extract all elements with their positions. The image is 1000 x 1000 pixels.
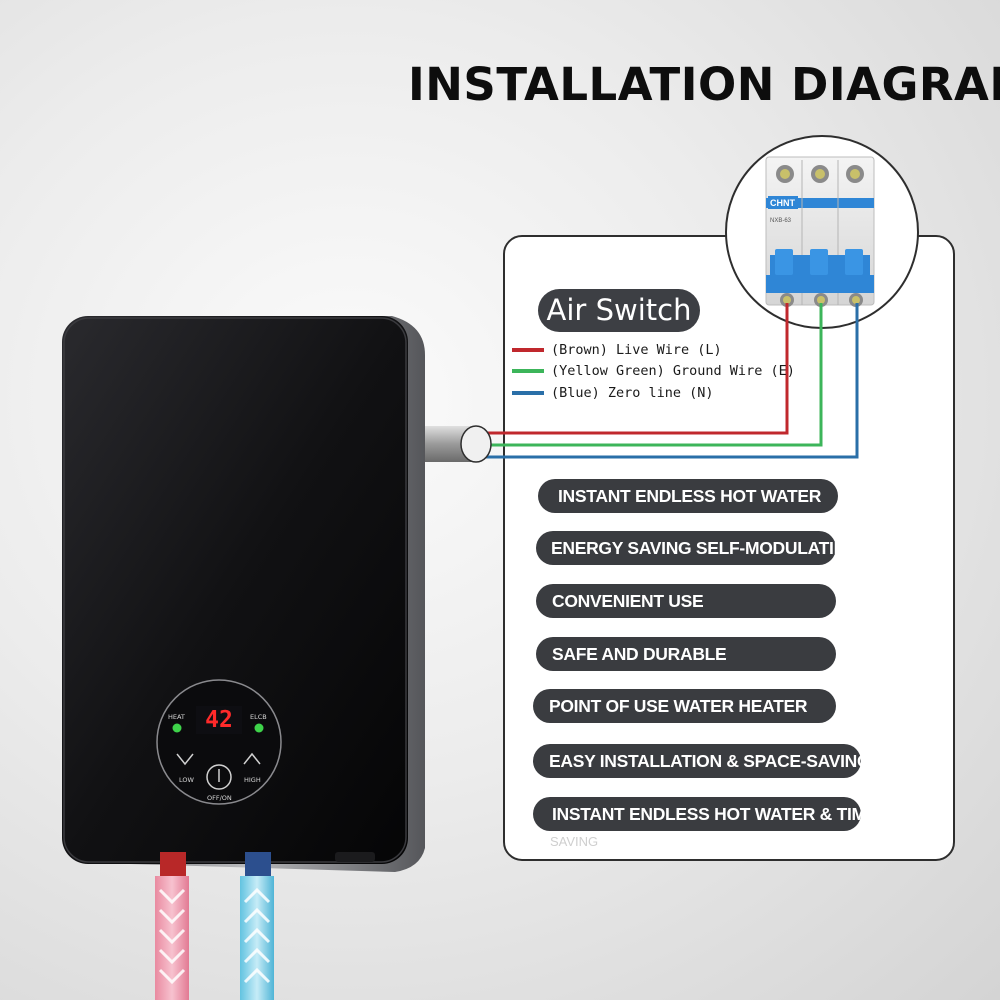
legend-swatch-yellow-green <box>512 369 544 373</box>
feature-pill: SAFE AND DURABLE <box>536 637 836 671</box>
elcb-indicator <box>254 723 264 733</box>
legend-ground-wire: (Yellow Green) Ground Wire (E) <box>551 363 795 379</box>
legend-live-text: (Brown) Live Wire (L) <box>551 342 722 358</box>
feature-pill: INSTANT ENDLESS HOT WATER & TIME <box>533 797 877 831</box>
live-wire <box>462 303 789 435</box>
legend-live-wire: (Brown) Live Wire (L) <box>551 342 722 358</box>
legend-swatch-brown <box>512 348 544 352</box>
control-panel-ring <box>156 679 282 805</box>
air-switch-breaker: CHNT NXB-63 <box>725 135 919 329</box>
breaker-model: NXB-63 <box>770 218 792 224</box>
cold-water-hose <box>240 852 274 1000</box>
low-arrow-icon[interactable] <box>176 753 194 766</box>
breaker-brand: CHNT <box>770 198 795 208</box>
page-title: INSTALLATION DIAGRAM <box>408 58 1000 111</box>
heat-indicator <box>172 723 182 733</box>
feature-pill: CONVENIENT USE <box>536 584 836 618</box>
elcb-label: ELCB <box>250 713 267 721</box>
power-button[interactable] <box>206 764 232 790</box>
feature-pill: ENERGY SAVING SELF-MODULATING <box>536 531 860 565</box>
feature-pill: INSTANT ENDLESS HOT WATER <box>538 479 838 513</box>
ground-wire <box>462 303 823 447</box>
hot-water-hose <box>155 852 189 1000</box>
feature-pill: EASY INSTALLATION & SPACE-SAVING <box>533 744 871 778</box>
high-label: HIGH <box>244 776 261 784</box>
high-arrow-icon[interactable] <box>243 752 261 765</box>
legend-zero-text: (Blue) Zero line (N) <box>551 385 714 401</box>
power-label: OFF/ON <box>207 794 232 802</box>
zero-wire <box>462 303 859 459</box>
temperature-display: 42 <box>196 706 242 734</box>
water-heater <box>62 316 425 872</box>
low-label: LOW <box>179 776 194 784</box>
legend-ground-text: (Yellow Green) Ground Wire (E) <box>551 363 795 379</box>
feature-overflow-text: SAVING <box>550 834 599 849</box>
heat-label: HEAT <box>168 713 185 721</box>
air-switch-label: Air Switch <box>538 289 700 332</box>
feature-pill: POINT OF USE WATER HEATER <box>533 689 836 723</box>
legend-swatch-blue <box>512 391 544 395</box>
legend-zero-line: (Blue) Zero line (N) <box>551 385 714 401</box>
